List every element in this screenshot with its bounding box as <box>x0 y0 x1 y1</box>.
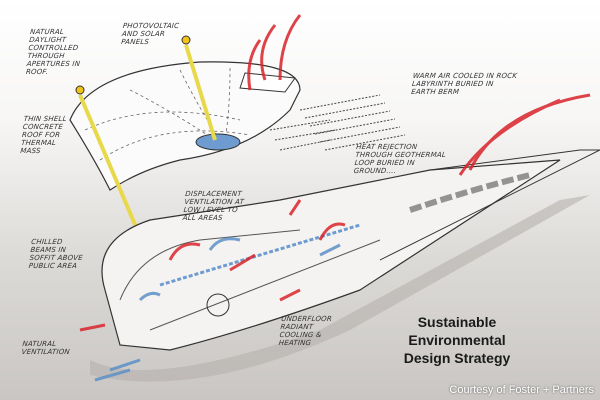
ground-shadow <box>90 195 590 382</box>
sun-icon <box>75 85 85 95</box>
annotation-warm-air: Warm air cooled in rock labyrinth buried… <box>410 72 518 96</box>
annotation-underfloor: Underfloor radiant cooling & heating <box>278 315 333 347</box>
annotation-daylight: Natural daylight controlled through aper… <box>25 28 81 76</box>
annotation-natural-ventilation: Natural ventilation <box>21 340 71 356</box>
cool-air-arrows <box>94 237 341 382</box>
warm-air-arrows <box>79 14 591 332</box>
skylight-aperture <box>195 133 241 151</box>
annotation-heat-rejection: Heat rejection through geothermal loop b… <box>353 143 447 175</box>
roof-shell <box>69 61 301 191</box>
building <box>101 149 600 351</box>
annotation-roof: Thin shell concrete roof for thermal mas… <box>19 115 68 155</box>
title-line-1: Sustainable Environmental <box>408 314 506 348</box>
image-credit: Courtesy of Foster + Partners <box>449 384 594 396</box>
annotation-displacement: Displacement ventilation at low level to… <box>182 190 245 222</box>
rock-labyrinth <box>269 94 406 151</box>
annotation-chilled-beams: Chilled beams in soffit above public are… <box>28 238 84 270</box>
diagram-title: Sustainable Environmental Design Strateg… <box>372 313 542 367</box>
sun-icon <box>181 35 191 45</box>
title-line-2: Design Strategy <box>403 350 511 366</box>
annotation-pv: Photovoltaic and solar panels <box>120 22 180 46</box>
